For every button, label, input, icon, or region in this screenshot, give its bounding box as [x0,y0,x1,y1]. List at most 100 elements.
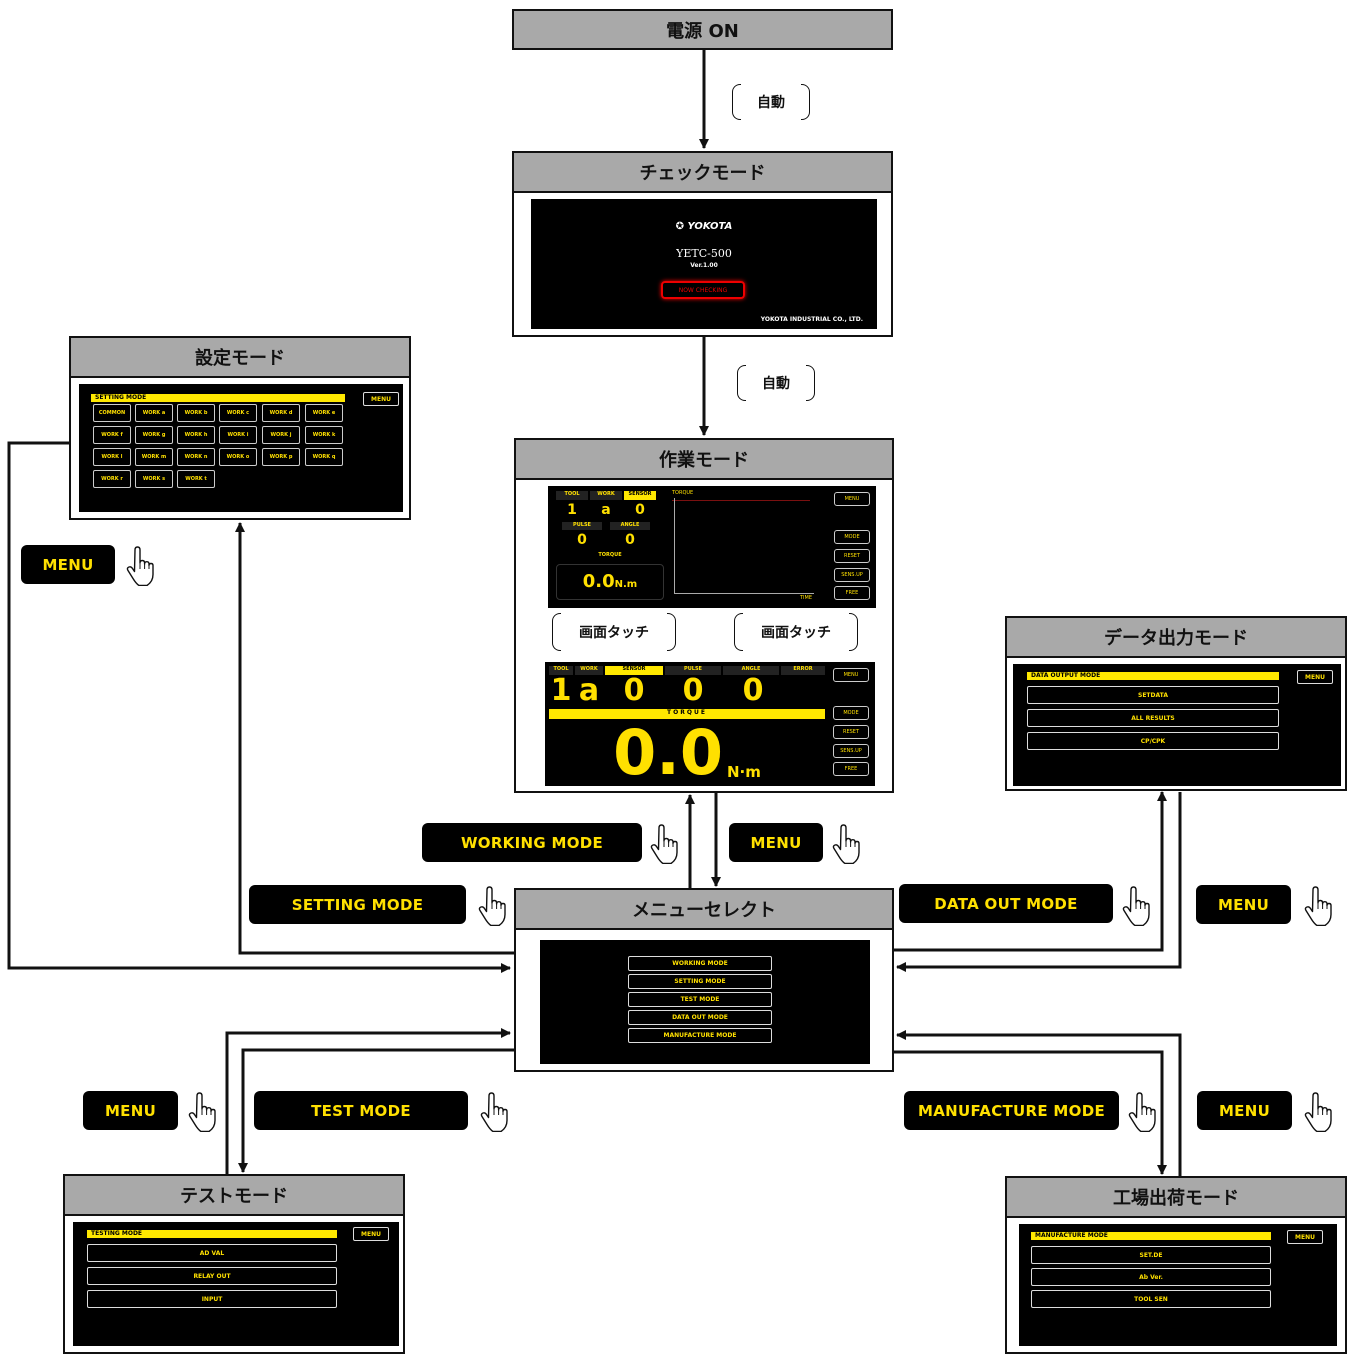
menu-item-test-mode[interactable]: TEST MODE [628,992,772,1007]
version-label: Ver.1.00 [690,262,718,269]
data-out-screen: DATA OUTPUT MODE MENU SETDATA ALL RESULT… [1013,664,1341,786]
work-mode-box: 作業モード TOOL WORK SENSOR 1 a 0 PULSE ANGLE… [514,438,894,793]
setting-work-button[interactable]: WORK i [219,426,257,444]
w1-side-btn-free[interactable]: FREE [834,586,870,600]
data-item-setdata[interactable]: SETDATA [1027,686,1279,704]
check-screen: ✪ YOKOTA YETC-500 Ver.1.00 NOW CHECKING … [531,199,877,329]
test-item-input[interactable]: INPUT [87,1290,337,1308]
hand-pointer-icon [476,886,506,926]
w2-torque-bar: TORQUE [549,709,825,719]
work-mode-title: 作業モード [516,440,892,480]
data-item-cpcpk[interactable]: CP/CPK [1027,732,1279,750]
setting-work-button[interactable]: COMMON [93,404,131,422]
test-mode-title: テストモード [65,1176,403,1216]
setting-work-button[interactable]: WORK g [135,426,173,444]
setting-work-button[interactable]: WORK o [219,448,257,466]
factory-item-tool-sen[interactable]: TOOL SEN [1031,1290,1271,1308]
test-item-relay-out[interactable]: RELAY OUT [87,1267,337,1285]
w1-graph-y-axis [674,498,675,594]
setting-header-bar: SETTING MODE [91,394,345,402]
w1-label-work: WORK [590,491,622,500]
factory-mode-title: 工場出荷モード [1007,1178,1345,1218]
setting-menu-button[interactable]: MENU [363,392,399,406]
data-item-all-results[interactable]: ALL RESULTS [1027,709,1279,727]
w1-value-angle: 0 [625,532,635,548]
data-out-mode-button[interactable]: DATA OUT MODE [899,884,1113,923]
w2-side-btn-free[interactable]: FREE [833,762,869,776]
menu-button-factory[interactable]: MENU [1197,1091,1292,1130]
test-header-bar: TESTING MODE [87,1230,337,1238]
setting-work-button[interactable]: WORK h [177,426,215,444]
manufacture-mode-button[interactable]: MANUFACTURE MODE [904,1091,1119,1130]
setting-work-button[interactable]: WORK p [262,448,300,466]
menu-button-setting[interactable]: MENU [21,545,115,584]
setting-work-button[interactable]: WORK j [262,426,300,444]
arrow-factory-to-menu [896,1030,1182,1177]
setting-work-button[interactable]: WORK m [135,448,173,466]
touch-label-right: 画面タッチ [734,613,858,651]
menu-item-manufacture-mode[interactable]: MANUFACTURE MODE [628,1028,772,1043]
setting-work-button[interactable]: WORK n [177,448,215,466]
factory-item-ab-ver[interactable]: Ab Ver. [1031,1268,1271,1286]
menu-item-setting-mode[interactable]: SETTING MODE [628,974,772,989]
data-menu-button[interactable]: MENU [1297,670,1333,684]
w1-side-btn-mode[interactable]: MODE [834,530,870,544]
setting-work-button[interactable]: WORK t [177,470,215,488]
w1-label-sensor: SENSOR [624,491,656,500]
data-out-mode-title: データ出力モード [1007,618,1345,658]
setting-work-button[interactable]: WORK a [135,404,173,422]
test-mode-button[interactable]: TEST MODE [254,1091,468,1130]
touch-label-left: 画面タッチ [552,613,676,651]
w1-side-btn-reset[interactable]: RESET [834,549,870,563]
menu-item-working-mode[interactable]: WORKING MODE [628,956,772,971]
setting-work-button[interactable]: WORK r [93,470,131,488]
w1-side-btn-sensup[interactable]: SENS.UP [834,568,870,582]
check-mode-box: チェックモード ✪ YOKOTA YETC-500 Ver.1.00 NOW C… [512,151,893,337]
w1-graph-limit-line [672,500,810,501]
w2-side-btn-reset[interactable]: RESET [833,725,869,739]
menu-button-test[interactable]: MENU [83,1091,178,1130]
menu-button-data[interactable]: MENU [1196,885,1291,924]
w2-side-btn-sensup[interactable]: SENS.UP [833,744,869,758]
menu-button-work[interactable]: MENU [729,823,823,862]
work-screen-1: TOOL WORK SENSOR 1 a 0 PULSE ANGLE 0 0 T… [548,486,876,608]
now-checking-badge: NOW CHECKING [661,281,745,299]
w2-side-btn-menu[interactable]: MENU [833,668,869,682]
arrow-data-to-menu [896,792,1182,972]
setting-work-button[interactable]: WORK q [305,448,343,466]
working-mode-button[interactable]: WORKING MODE [422,823,642,862]
factory-screen: MANUFACTURE MODE MENU SET.DE Ab Ver. TOO… [1019,1224,1337,1346]
hand-pointer-icon [186,1092,216,1132]
factory-item-setde[interactable]: SET.DE [1031,1246,1271,1264]
setting-work-button[interactable]: WORK d [262,404,300,422]
check-mode-title: チェックモード [514,153,891,193]
w2-label-tool: TOOL [549,666,573,675]
hand-pointer-icon [1302,886,1332,926]
setting-work-button[interactable]: WORK f [93,426,131,444]
test-menu-button[interactable]: MENU [353,1227,389,1241]
setting-work-button[interactable]: WORK e [305,404,343,422]
test-screen: TESTING MODE MENU AD VAL RELAY OUT INPUT [73,1222,399,1346]
auto-label-2: 自動 [737,365,815,401]
factory-header-bar: MANUFACTURE MODE [1031,1232,1271,1240]
setting-work-button[interactable]: WORK k [305,426,343,444]
w1-label-angle: ANGLE [610,522,650,530]
factory-menu-button[interactable]: MENU [1287,1230,1323,1244]
menu-item-data-out-mode[interactable]: DATA OUT MODE [628,1010,772,1025]
power-on-title: 電源 ON [514,11,891,48]
w2-side-info [833,686,869,702]
setting-work-button[interactable]: WORK s [135,470,173,488]
setting-work-button[interactable]: WORK l [93,448,131,466]
model-name: YETC-500 [676,247,732,260]
setting-mode-button[interactable]: SETTING MODE [249,885,466,924]
setting-work-button[interactable]: WORK c [219,404,257,422]
test-item-ad-val[interactable]: AD VAL [87,1244,337,1262]
data-out-mode-box: データ出力モード DATA OUTPUT MODE MENU SETDATA A… [1005,616,1347,791]
w2-side-btn-mode[interactable]: MODE [833,706,869,720]
w1-side-btn-menu[interactable]: MENU [834,492,870,506]
setting-work-button[interactable]: WORK b [177,404,215,422]
arrow-menu-to-data [893,791,1167,952]
